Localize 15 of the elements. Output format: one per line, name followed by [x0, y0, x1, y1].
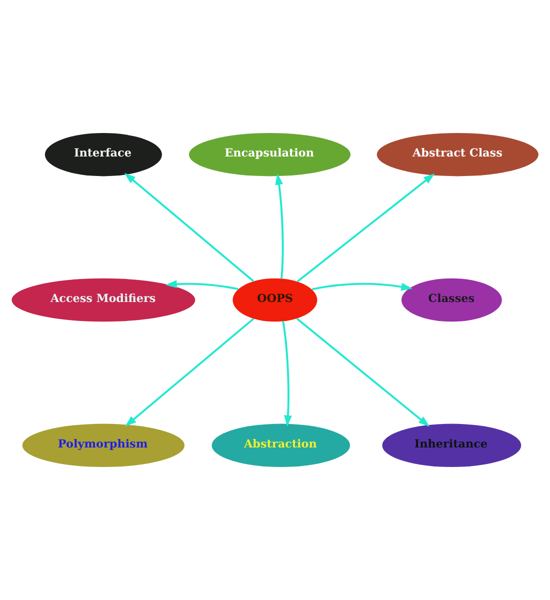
arrow [166, 280, 239, 290]
node-ellipse: Abstract Class [376, 133, 538, 176]
node-ellipse: Encapsulation [188, 133, 351, 176]
node-ellipse: Polymorphism [22, 424, 185, 467]
arrow [296, 318, 430, 427]
arrow [125, 318, 254, 427]
arrow [124, 172, 254, 282]
node-ellipse: Abstraction [212, 424, 350, 467]
arrow [275, 173, 284, 279]
node-ellipse: Interface [44, 133, 162, 176]
arrow [312, 282, 413, 291]
arrow [282, 321, 292, 427]
node-ellipse: OOPS [232, 278, 318, 322]
node-ellipse: Inheritance [382, 424, 522, 467]
arrow [296, 173, 435, 282]
